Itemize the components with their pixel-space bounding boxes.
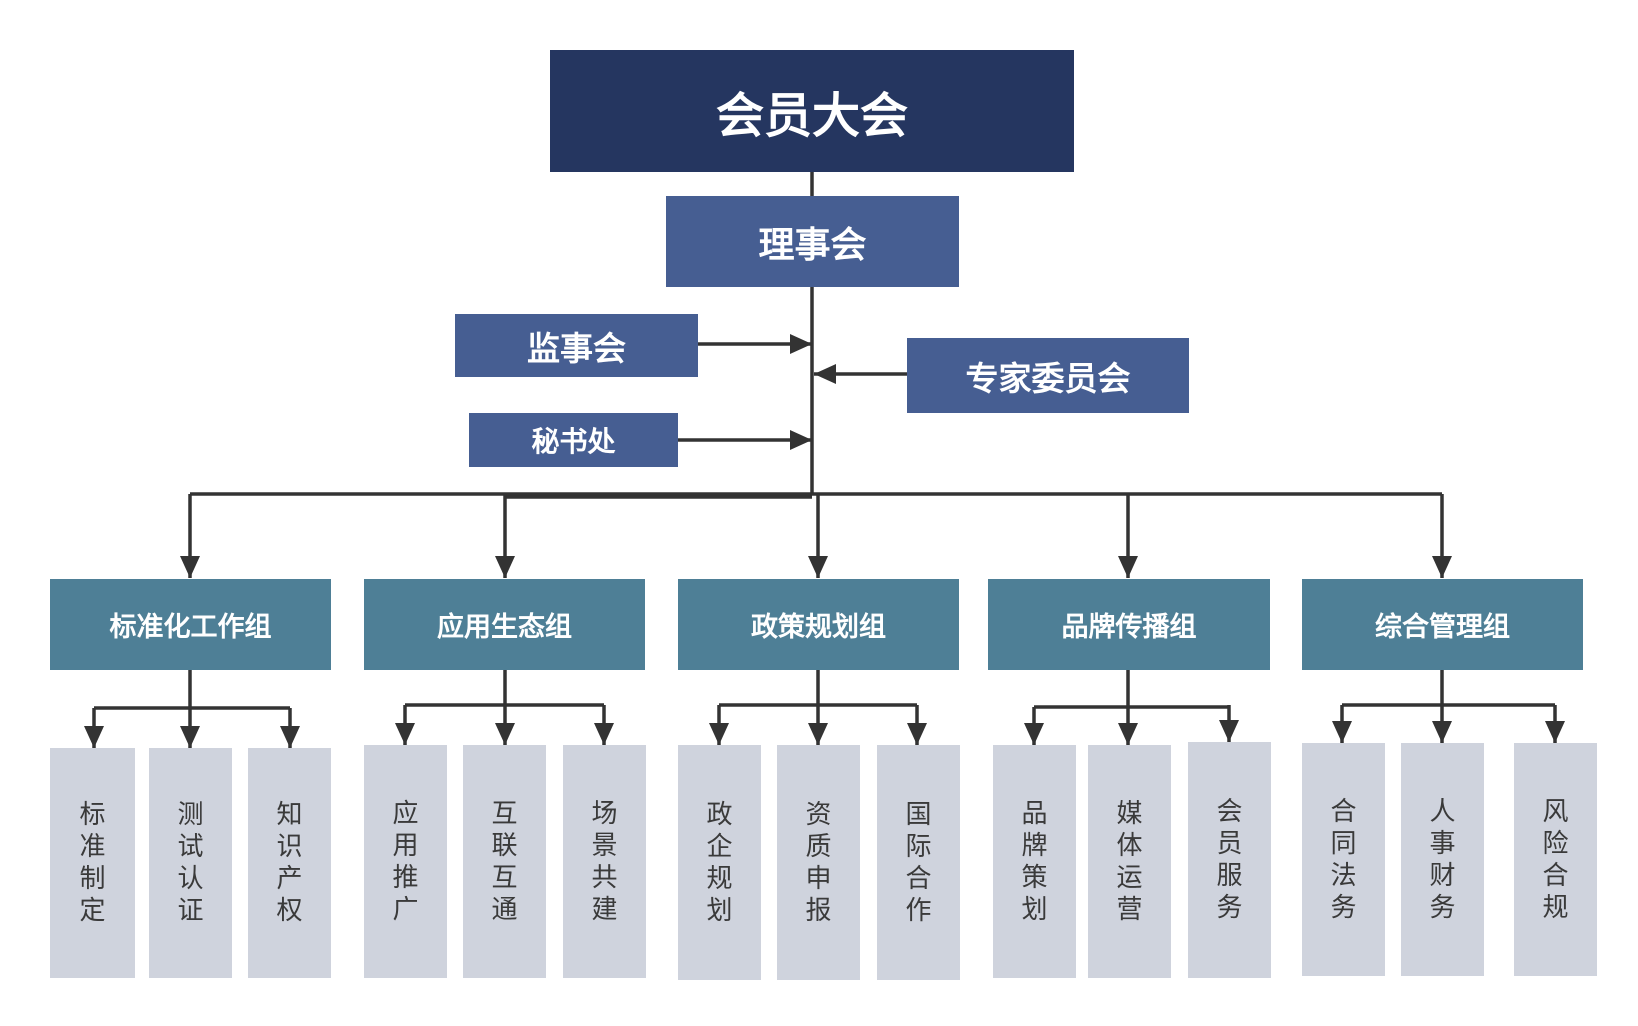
leaf-box: 资质申报 [777, 745, 860, 980]
leaf-box: 媒体运营 [1088, 745, 1171, 978]
leaf-label: 媒体运营 [1116, 798, 1143, 925]
general-assembly-box: 会员大会 [550, 50, 1074, 172]
leaf-label: 人事财务 [1429, 796, 1456, 923]
leaf-box: 场景共建 [563, 745, 646, 978]
leaf-label: 政企规划 [706, 799, 733, 926]
leaf-box: 测试认证 [149, 748, 232, 978]
leaf-box: 标准制定 [50, 748, 135, 978]
leaf-box: 知识产权 [248, 748, 331, 978]
leaf-box: 应用推广 [364, 745, 447, 978]
leaf-label: 互联互通 [491, 798, 518, 925]
leaf-box: 品牌策划 [993, 745, 1076, 978]
leaf-box: 会员服务 [1188, 742, 1271, 978]
leaf-label: 国际合作 [905, 799, 932, 926]
secretariat-box: 秘书处 [469, 413, 678, 467]
leaf-label: 标准制定 [79, 800, 106, 926]
leaf-label: 知识产权 [276, 800, 303, 926]
leaf-label: 场景共建 [591, 798, 618, 925]
group-box: 应用生态组 [364, 579, 645, 670]
leaf-label: 品牌策划 [1021, 798, 1048, 925]
leaf-box: 政企规划 [678, 745, 761, 980]
leaf-label: 资质申报 [805, 799, 832, 926]
leaf-label: 会员服务 [1216, 797, 1243, 923]
leaf-label: 测试认证 [177, 800, 204, 926]
leaf-box: 国际合作 [877, 745, 960, 980]
expert-committee-box: 专家委员会 [907, 338, 1189, 413]
leaf-label: 应用推广 [392, 798, 419, 925]
leaf-box: 合同法务 [1302, 743, 1385, 976]
council-box: 理事会 [666, 196, 959, 287]
leaf-label: 合同法务 [1330, 796, 1357, 923]
leaf-label: 风险合规 [1542, 796, 1569, 923]
group-box: 品牌传播组 [988, 579, 1270, 670]
supervisory-board-box: 监事会 [455, 314, 698, 377]
group-box: 政策规划组 [678, 579, 959, 670]
leaf-box: 人事财务 [1401, 743, 1484, 976]
leaf-box: 互联互通 [463, 745, 546, 978]
group-box: 综合管理组 [1302, 579, 1583, 670]
group-box: 标准化工作组 [50, 579, 331, 670]
leaf-box: 风险合规 [1514, 743, 1597, 976]
